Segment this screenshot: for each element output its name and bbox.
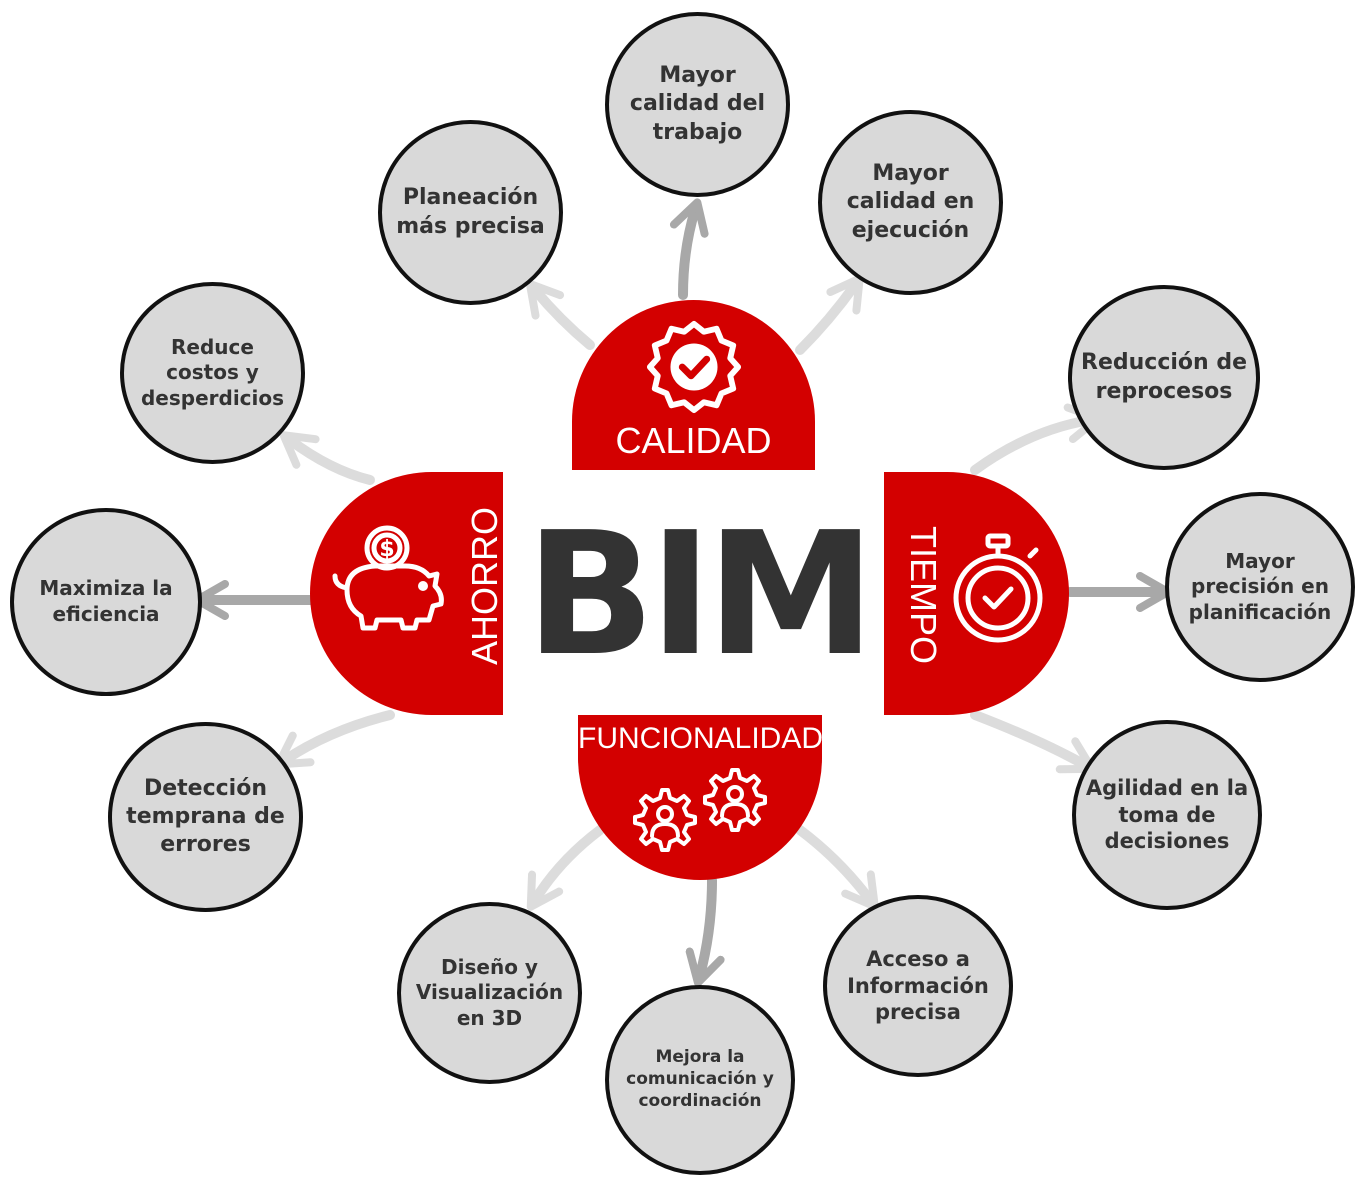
gears-users-icon <box>633 768 767 852</box>
benefit-diseno-3d: Diseño y Visualización en 3D <box>397 902 582 1084</box>
benefit-calidad-ejecucion: Mayor calidad en ejecución <box>818 110 1003 295</box>
center-title: BIM <box>525 496 876 694</box>
benefit-planeacion: Planeación más precisa <box>378 120 563 305</box>
benefit-comunicacion-coordinacion: Mejora la comunicación y coordinación <box>605 985 795 1175</box>
pillar-funcionalidad-label: FUNCIONALIDAD <box>578 722 824 755</box>
arrow-calidad-ejecucion <box>795 274 864 355</box>
arrow-tiempo-decisiones <box>970 710 1096 774</box>
stopwatch-check-icon <box>953 533 1043 643</box>
benefit-reduccion-reprocesos: Reducción de reprocesos <box>1068 285 1260 470</box>
badge-check-icon <box>646 320 742 414</box>
pillar-tiempo-label: TIEMPO <box>903 525 944 664</box>
arrow-calidad-trabajo <box>669 198 709 300</box>
arrow-func-comunicacion <box>685 875 725 987</box>
arrow-ahorro-reduce <box>279 431 375 485</box>
pillar-ahorro-label: AHORRO <box>464 506 505 665</box>
benefit-agilidad-decisiones: Agilidad en la toma de decisiones <box>1072 720 1262 910</box>
pillar-ahorro <box>310 472 503 715</box>
benefit-maximiza-eficiencia: Maximiza la eficiencia <box>10 508 202 696</box>
arrow-ahorro-deteccion <box>274 710 395 769</box>
benefit-reduce-costos: Reduce costos y desperdicios <box>120 282 305 464</box>
piggy-bank-coin-icon: $ <box>332 525 444 631</box>
benefit-precision-planificacion: Mayor precisión en planificación <box>1165 492 1355 682</box>
svg-text:$: $ <box>379 537 394 562</box>
pillar-calidad-label: CALIDAD <box>615 420 772 461</box>
arrow-func-diseno <box>526 825 605 911</box>
benefit-calidad-trabajo: Mayor calidad del trabajo <box>605 12 790 197</box>
benefit-deteccion-errores: Detección temprana de errores <box>108 722 303 912</box>
arrow-tiempo-reprocesos <box>970 403 1102 475</box>
arrow-func-acceso <box>795 825 879 911</box>
benefit-acceso-informacion: Acceso a Información precisa <box>823 895 1013 1077</box>
arrow-calidad-planeacion <box>525 279 595 350</box>
